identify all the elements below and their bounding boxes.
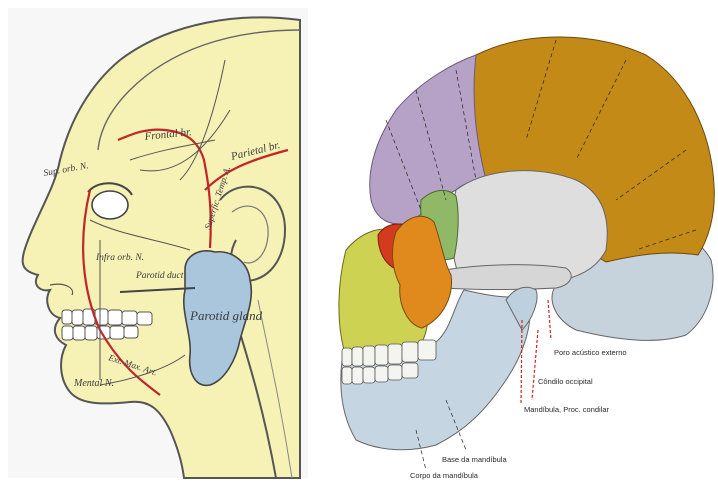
label-parotid-gland: Parotid gland [189,308,263,323]
head-illustration: Frontal br. Parietal br. Sup. orb. N. Su… [0,0,318,486]
label-condilo-occipital: Côndilo occipital [538,377,593,386]
head-nerve-diagram: Frontal br. Parietal br. Sup. orb. N. Su… [0,0,318,486]
skull-diagram: Poro acústico externo Côndilo occipital … [326,0,718,486]
skull-illustration: Poro acústico externo Côndilo occipital … [326,0,718,486]
label-corpo-mandibula: Corpo da mandíbula [410,471,479,480]
label-parotid-duct: Parotid duct [135,271,184,281]
eye [92,191,128,219]
label-base-mandibula: Base da mandíbula [442,455,507,464]
label-infra-orb-nerve: Infra orb. N. [95,252,144,263]
label-poro-acustico: Poro acústico externo [554,348,627,357]
label-mental-nerve: Mental N. [73,378,114,389]
label-mandibula-proc-condilar: Mandíbula, Proc. condilar [524,405,610,414]
